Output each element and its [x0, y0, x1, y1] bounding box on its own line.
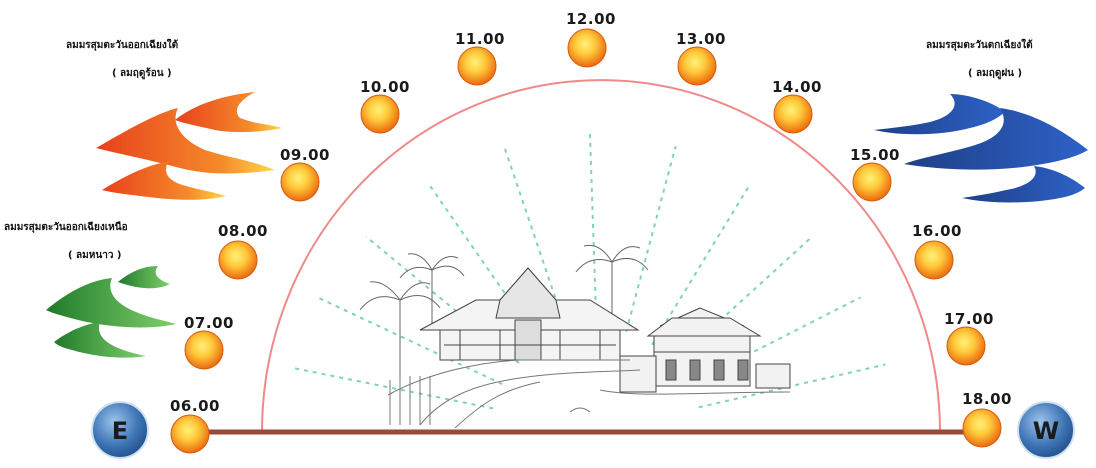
main-pavilion [419, 267, 640, 361]
sun-icon [773, 94, 813, 134]
northeast-wind-title: ลมมรสุมตะวันออกเฉียงเหนือ [4, 222, 128, 233]
right-house [619, 307, 791, 393]
sun-ray [317, 296, 503, 386]
time-label: 12.00 [566, 10, 616, 28]
sun-icon [962, 408, 1002, 448]
thai-house-illustration [359, 244, 791, 429]
sun-icon [852, 162, 892, 202]
sun-ray [365, 235, 520, 364]
time-label: 17.00 [944, 310, 994, 328]
southwest-rain-wind-arrows [874, 94, 1088, 203]
sun-icon [218, 240, 258, 280]
time-label: 06.00 [170, 397, 220, 415]
sun-icon [170, 414, 210, 454]
sun-ray [588, 132, 598, 327]
southwest-hot-wind-title: ลมมรสุมตะวันออกเฉียงใต้ [66, 40, 179, 51]
sun-ray [290, 366, 494, 410]
sun-icon [677, 46, 717, 86]
sun-markers [170, 28, 1002, 454]
southwest-hot-wind-arrows [96, 92, 282, 200]
sun-rays [290, 132, 886, 410]
walkway [387, 359, 791, 429]
sun-ray [672, 235, 813, 364]
time-label: 11.00 [455, 30, 505, 48]
west-badge: W [1017, 401, 1075, 459]
time-label: 09.00 [280, 146, 330, 164]
time-label: 07.00 [184, 314, 234, 332]
southwest-hot-wind-subtitle: ( ลมฤดูร้อน ) [112, 68, 172, 79]
east-label: E [112, 417, 128, 445]
sun-icon [946, 326, 986, 366]
sun-ray [427, 182, 542, 346]
sun-icon [184, 330, 224, 370]
southwest-rain-wind-subtitle: ( ลมฤดูฝน ) [968, 68, 1023, 79]
east-badge: E [91, 401, 149, 459]
time-label: 13.00 [676, 30, 726, 48]
time-label: 15.00 [850, 146, 900, 164]
time-label: 14.00 [772, 78, 822, 96]
time-label: 16.00 [912, 222, 962, 240]
sun-ray [625, 145, 677, 332]
sun-path-arc [261, 79, 941, 433]
southwest-rain-wind-title: ลมมรสุมตะวันตกเฉียงใต้ [926, 40, 1033, 51]
west-label: W [1033, 417, 1059, 445]
sun-icon [360, 94, 400, 134]
time-label: 18.00 [962, 390, 1012, 408]
sun-icon [457, 46, 497, 86]
sun-icon [914, 240, 954, 280]
northeast-wind-arrows [46, 266, 176, 358]
sun-ray [503, 145, 568, 333]
sun-icon [567, 28, 607, 68]
sun-icon [280, 162, 320, 202]
northeast-wind-subtitle: ( ลมหนาว ) [68, 250, 122, 261]
time-label: 10.00 [360, 78, 410, 96]
time-label: 08.00 [218, 222, 268, 240]
